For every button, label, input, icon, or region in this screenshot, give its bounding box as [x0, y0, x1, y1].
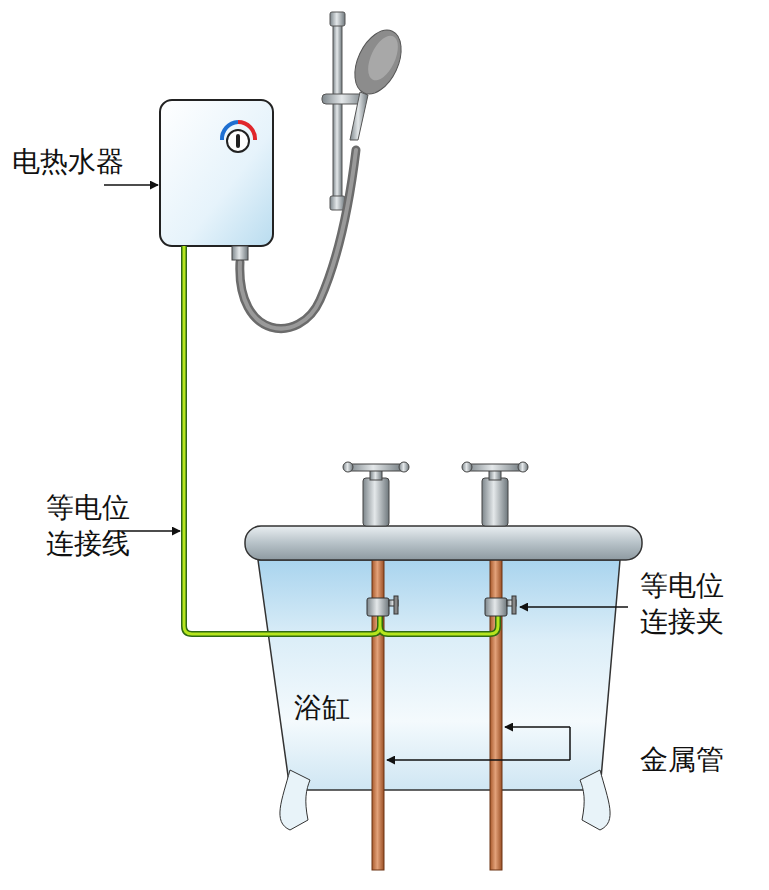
shower-head	[362, 31, 404, 85]
shower-head	[346, 23, 411, 102]
leader-line	[387, 759, 570, 761]
bathtub-body	[258, 560, 620, 790]
leader-line	[104, 184, 158, 186]
faucet	[343, 462, 409, 526]
part-label: 金属管	[640, 742, 724, 778]
heater-dial	[236, 134, 240, 148]
leader-line	[520, 606, 628, 608]
shower-rail	[333, 22, 342, 202]
heater-outlet	[232, 246, 248, 260]
rail-cap	[330, 12, 345, 26]
water-heater	[160, 100, 273, 246]
bonding-wire	[184, 246, 498, 634]
part-label: 等电位 连接线	[46, 490, 138, 563]
bathtub-foot	[280, 770, 310, 830]
leader-line	[505, 726, 570, 728]
leader-line	[569, 727, 571, 760]
part-label: 等电位 连接夹	[640, 568, 732, 641]
bonding-wire	[184, 246, 498, 634]
bathtub-foot	[580, 770, 610, 830]
part-label: 电热水器	[12, 144, 124, 180]
bonding-clip	[485, 596, 516, 616]
heater-dial	[227, 130, 249, 152]
part-label: 浴缸	[294, 690, 350, 726]
bonding-clip	[367, 596, 398, 616]
bathtub-rim	[245, 526, 642, 560]
shower-handle	[350, 92, 368, 140]
faucet	[462, 462, 528, 526]
